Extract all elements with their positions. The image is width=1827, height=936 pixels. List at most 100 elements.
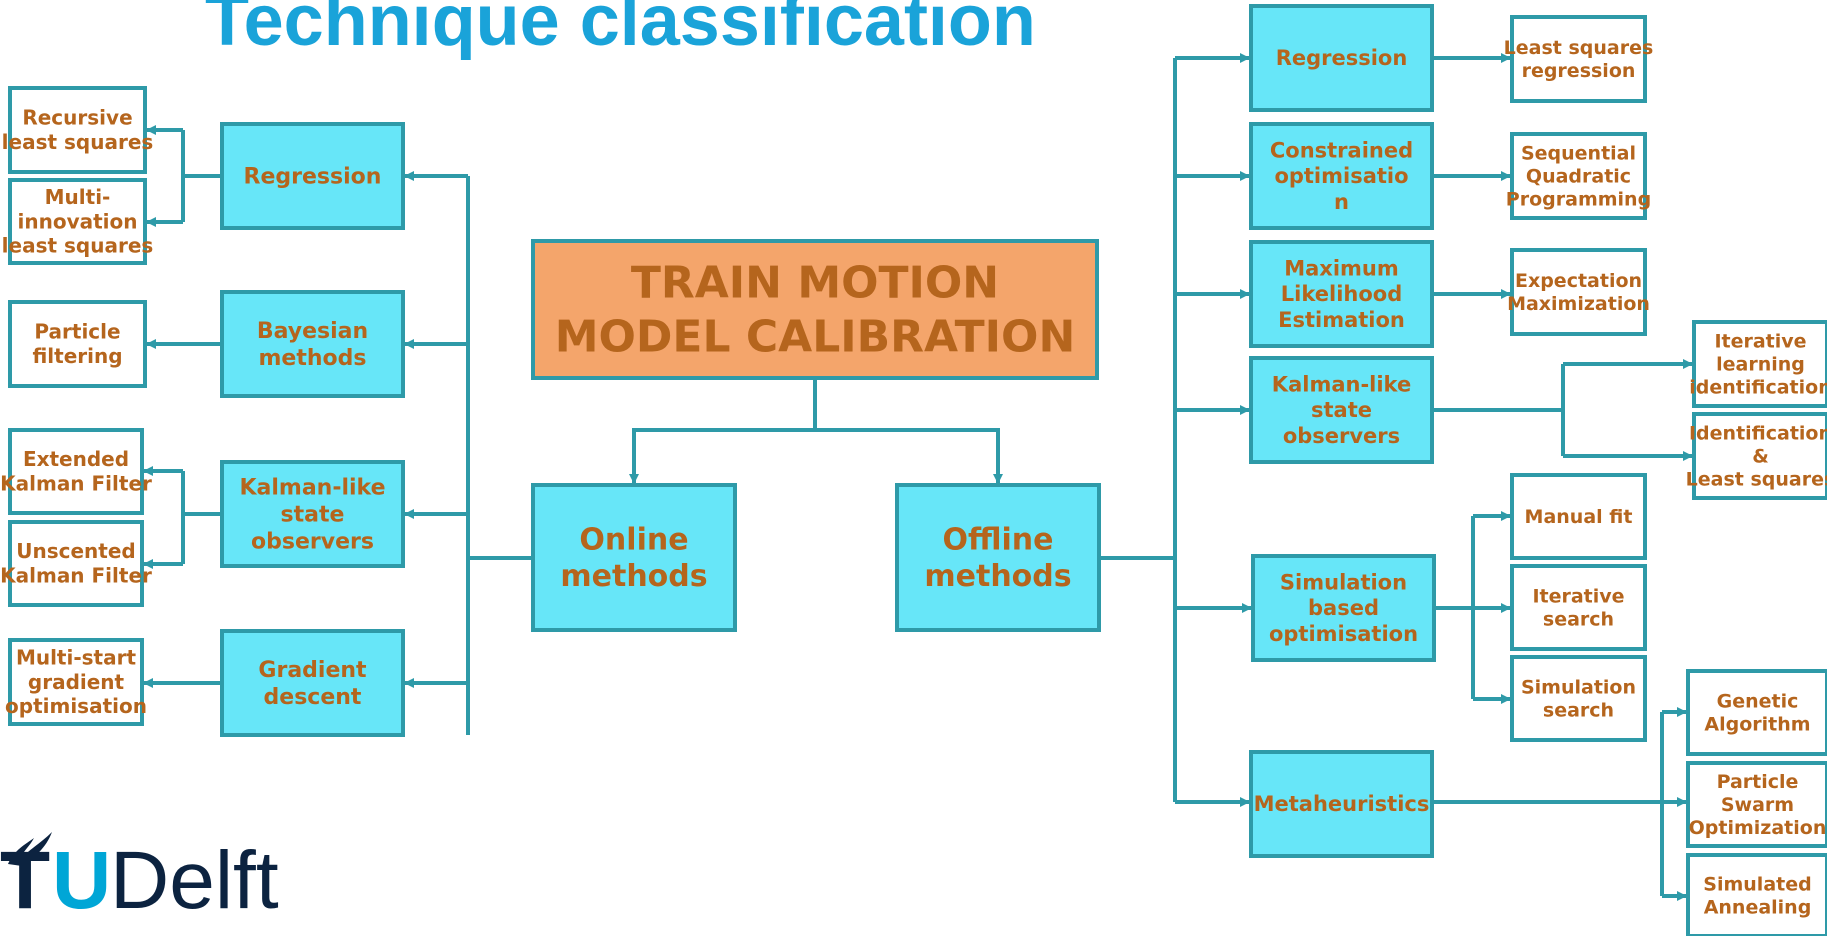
node-label-line: based — [1308, 596, 1379, 620]
node-box — [220, 460, 405, 568]
node-label-line: Kalman-like — [239, 476, 385, 501]
node-label-line: Multi- — [45, 185, 111, 209]
logo-letter-t: T — [0, 835, 51, 926]
node-box — [1692, 320, 1827, 408]
node-box — [1510, 15, 1647, 103]
node-label-line: Regression — [1276, 46, 1408, 70]
node-label-line: Algorithm — [1704, 714, 1810, 736]
node-box — [1249, 240, 1434, 348]
node-box — [220, 122, 405, 230]
node-box — [8, 428, 144, 515]
node-box — [1686, 761, 1827, 848]
node-box — [1686, 669, 1827, 756]
node-label-line: methods — [924, 559, 1071, 594]
node-label-line: state — [281, 503, 345, 528]
node-label-line: Least squares — [1504, 37, 1654, 59]
node-label-line: Annealing — [1704, 897, 1812, 919]
node-label-line: Programming — [1506, 189, 1651, 211]
node-box — [1249, 4, 1434, 112]
node-box — [8, 638, 144, 726]
node-box — [8, 520, 144, 607]
node-box — [1510, 248, 1647, 336]
node-box — [895, 483, 1101, 632]
node-label-line: observers — [251, 529, 374, 554]
node-off-meta: Metaheuristics — [1249, 750, 1434, 858]
node-box — [1510, 655, 1647, 742]
node-label-line: Offline — [943, 522, 1054, 557]
flame-icon — [8, 832, 52, 866]
node-label-line: Gradient — [258, 658, 367, 683]
node-box — [1249, 750, 1434, 858]
node-label-line: observers — [1283, 424, 1400, 448]
node-box — [1510, 473, 1647, 560]
connector-offline-trunk — [1099, 58, 1177, 802]
node-label-line: identification — [1689, 377, 1827, 399]
node-label-line: gradient — [28, 670, 125, 694]
node-box — [1692, 412, 1827, 500]
node-label-line: & — [1752, 445, 1769, 467]
node-label-line: Manual fit — [1525, 506, 1633, 528]
node-box — [220, 629, 405, 737]
node-label-line: Constrained — [1270, 139, 1413, 163]
node-label-line: Simulated — [1703, 873, 1811, 895]
node-label-line: Iterative — [1714, 330, 1806, 352]
node-label-line: Expectation — [1515, 270, 1642, 292]
node-label-line: optimisation — [5, 694, 147, 718]
logo-word-delft: Delft — [110, 835, 279, 926]
node-label-line: Kalman Filter — [0, 564, 152, 588]
node-label-line: optimisation — [1269, 622, 1418, 646]
connector-on-kalman-branch — [181, 471, 222, 564]
node-label-line: state — [1311, 398, 1372, 422]
node-label-line: search — [1543, 609, 1614, 631]
node-label-line: Least squares — [1686, 469, 1827, 491]
node-label-line: Particle — [1717, 771, 1799, 793]
node-label-line: Extended — [23, 447, 129, 471]
node-off-regression: Regression — [1249, 4, 1434, 112]
node-label-line: Estimation — [1278, 308, 1405, 332]
connector-off-simulation-branch — [1434, 516, 1475, 699]
node-box — [1249, 122, 1434, 230]
node-label-line: n — [1334, 190, 1349, 214]
node-label-line: optimisatio — [1274, 164, 1408, 188]
node-label-line: methods — [259, 346, 367, 371]
node-idls: Identification&Least squares — [1686, 412, 1827, 500]
node-label-line: Maximization — [1507, 293, 1650, 315]
node-label-line: Recursive — [22, 106, 132, 130]
node-box — [531, 239, 1099, 380]
node-box — [8, 300, 147, 388]
connector-on-regression-branch — [181, 130, 222, 222]
slide-title: Technique classification — [205, 0, 1036, 61]
node-box — [8, 86, 147, 174]
node-label-line: least squares — [2, 130, 154, 154]
node-label-line: Maximum — [1284, 257, 1399, 281]
node-box — [1510, 564, 1647, 651]
node-manual-fit: Manual fit — [1510, 473, 1647, 560]
node-label-line: Sequential — [1521, 142, 1636, 164]
node-label-line: Multi-start — [16, 645, 137, 669]
node-label-line: search — [1543, 700, 1614, 722]
node-label-line: Iterative — [1532, 585, 1624, 607]
tu-delft-logo: T U Delft — [0, 830, 279, 936]
connector-root-offline — [813, 378, 1003, 484]
node-label-line: descent — [264, 685, 362, 710]
node-box — [220, 290, 405, 398]
node-label-line: Metaheuristics — [1254, 792, 1430, 816]
connector-online-trunk — [466, 176, 533, 735]
node-box — [1251, 554, 1436, 662]
